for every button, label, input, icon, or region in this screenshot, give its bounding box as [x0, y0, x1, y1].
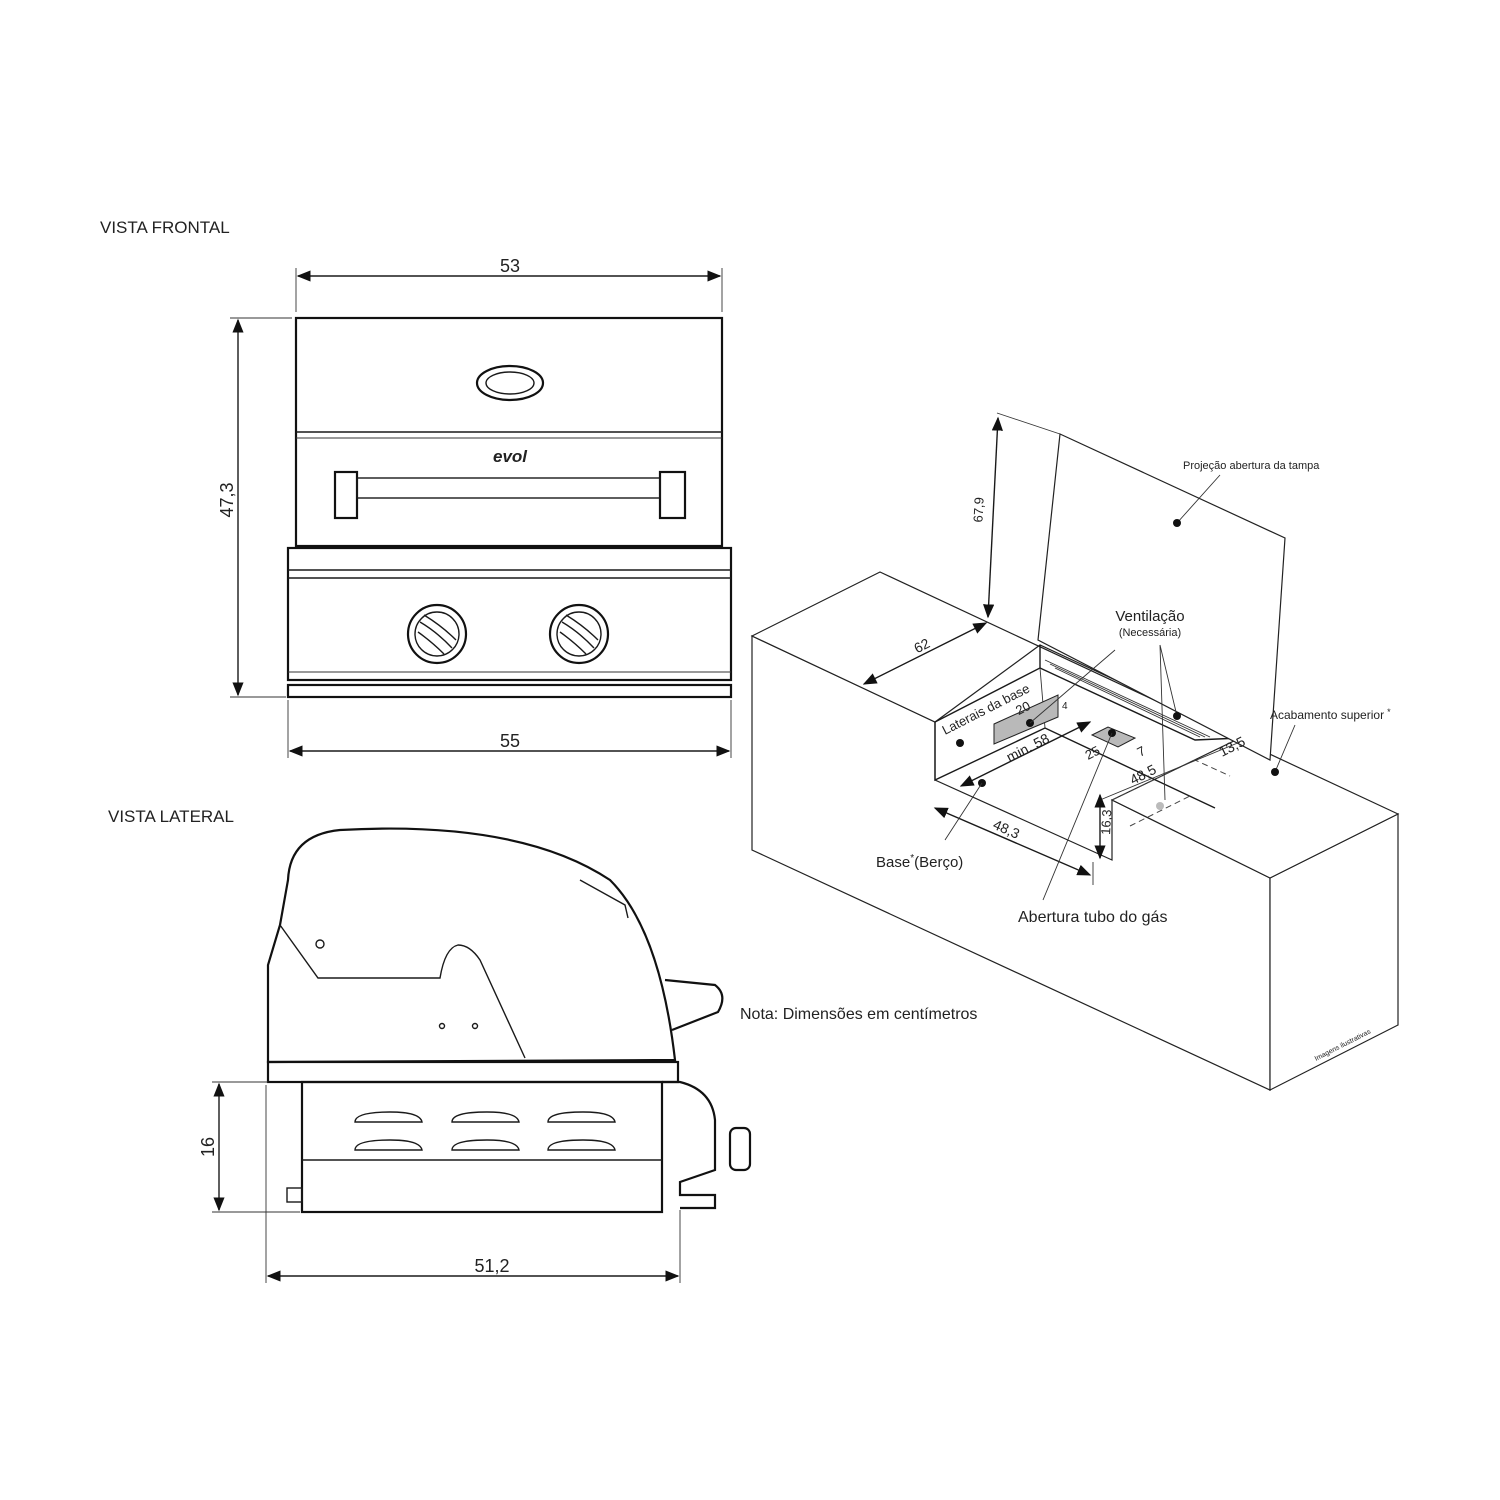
dim-53: 53 — [500, 256, 520, 276]
label-top-finish: Acabamento superior* — [1270, 707, 1391, 722]
side-vents — [354, 1111, 616, 1151]
label-ventilation-required: (Necessária) — [1119, 627, 1181, 639]
dim-62: 62 — [911, 635, 932, 656]
dim-47-3: 47,3 — [217, 482, 237, 517]
dim-55: 55 — [500, 731, 520, 751]
hood-handle — [333, 470, 687, 520]
side-knob — [728, 1126, 752, 1172]
gas-opening — [1090, 726, 1137, 748]
dim-20: 20 — [1013, 698, 1033, 718]
dim-16: 16 — [198, 1137, 218, 1157]
label-ventilation: Ventilação — [1115, 608, 1184, 625]
side-firebox — [300, 1080, 664, 1214]
side-handle — [664, 978, 724, 1032]
label-lid-projection: Projeção abertura da tampa — [1183, 460, 1320, 472]
label-base: Base*(Berço) — [876, 853, 963, 871]
dim-4: 4 — [1062, 701, 1068, 712]
side-hood-outline — [266, 827, 677, 1064]
lid-projection — [1037, 433, 1286, 761]
burner-knob-left — [406, 603, 468, 665]
dim-16-3: 16,3 — [1098, 809, 1114, 835]
thermometer-icon — [475, 364, 545, 402]
burner-knob-right — [548, 603, 610, 665]
dim-25: 25 — [1083, 743, 1103, 763]
installation-view: 67,9 62 Laterais da base 20 4 min. 58 25… — [750, 412, 1400, 1091]
dim-51-2: 51,2 — [474, 1256, 509, 1276]
dim-7: 7 — [1135, 743, 1148, 760]
bottom-plate — [286, 683, 733, 699]
note-units: Nota: Dimensões em centímetros — [740, 1006, 977, 1023]
side-view-title: VISTA LATERAL — [108, 807, 234, 826]
front-view: VISTA FRONTAL 53 47,3 55 evol — [100, 218, 733, 758]
vent-slots — [1044, 659, 1211, 738]
front-view-title: VISTA FRONTAL — [100, 218, 230, 237]
brand-logo: evol — [493, 447, 528, 466]
side-view: VISTA LATERAL 16 51,2 — [108, 807, 752, 1283]
grill-base — [286, 546, 733, 682]
dim-67-9: 67,9 — [970, 497, 986, 523]
label-gas-opening: Abertura tubo do gás — [1018, 909, 1167, 926]
